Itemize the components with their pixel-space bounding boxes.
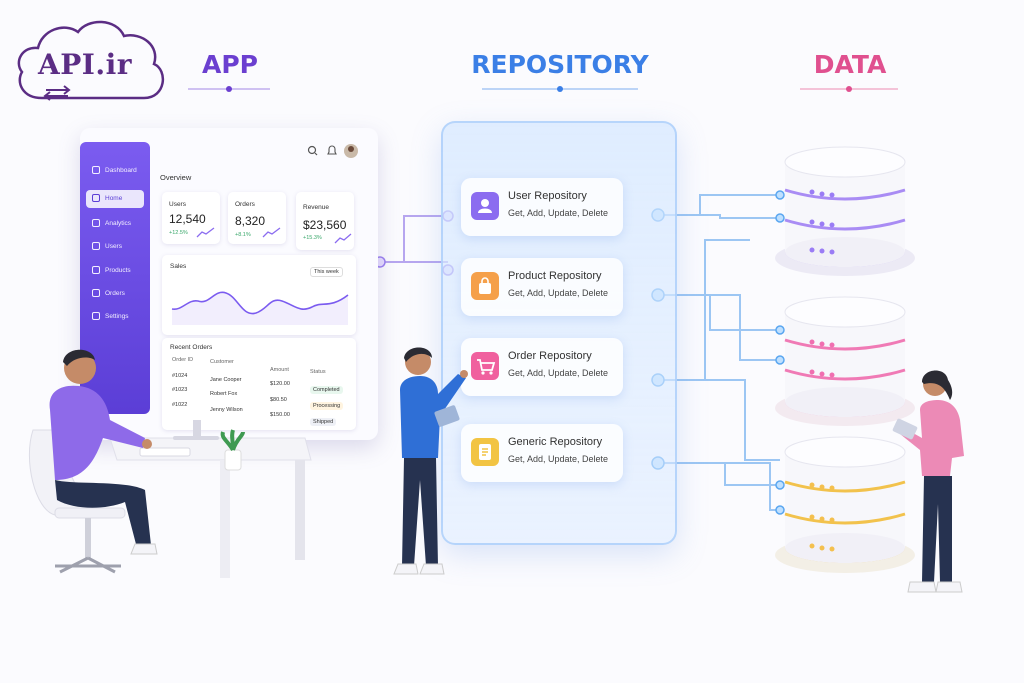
repository-title: Product Repository bbox=[508, 270, 602, 282]
stat-label: Orders bbox=[235, 201, 255, 208]
table-cell: #1022 bbox=[172, 402, 188, 408]
products-icon bbox=[92, 266, 100, 275]
orders-icon bbox=[92, 289, 100, 298]
table-cell: $150.00 bbox=[270, 412, 290, 418]
status-badge: Processing bbox=[310, 402, 344, 410]
table-cell: $120.00 bbox=[270, 381, 290, 387]
repository-methods: Get, Add, Update, Delete bbox=[508, 288, 609, 298]
home-icon bbox=[92, 194, 100, 203]
users-icon bbox=[92, 242, 100, 251]
repository-card-user[interactable]: User Repository Get, Add, Update, Delete bbox=[461, 178, 623, 236]
table-cell: #1024 bbox=[172, 373, 188, 379]
database-product bbox=[770, 290, 920, 430]
repository-title: Generic Repository bbox=[508, 436, 603, 448]
stat-value: $23,560 bbox=[303, 218, 347, 232]
table-cell: Jenny Wilson bbox=[210, 407, 243, 413]
cloud-logo-icon bbox=[17, 20, 165, 101]
repository-label: REPOSITORY bbox=[471, 50, 649, 79]
repository-card-order[interactable]: Order Repository Get, Add, Update, Delet… bbox=[461, 338, 623, 396]
status-badge: Completed bbox=[310, 386, 343, 394]
repository-methods: Get, Add, Update, Delete bbox=[508, 208, 609, 218]
trend-icon bbox=[262, 227, 281, 238]
trend-icon bbox=[196, 227, 215, 238]
repository-methods: Get, Add, Update, Delete bbox=[508, 368, 609, 378]
range-select[interactable]: This week bbox=[310, 267, 343, 277]
settings-icon bbox=[92, 312, 100, 321]
section-title-repository: REPOSITORY bbox=[470, 50, 650, 79]
data-dot bbox=[846, 86, 852, 92]
sidebar-title: Dashboard bbox=[86, 162, 144, 180]
sidebar-item-label: Orders bbox=[105, 290, 125, 297]
stat-delta: +15.3% bbox=[303, 235, 322, 241]
sidebar-item-label: Settings bbox=[105, 313, 129, 320]
woman-with-tablet-illustration bbox=[892, 370, 964, 593]
status-badge: Shipped bbox=[310, 418, 337, 426]
database-order bbox=[770, 430, 920, 580]
repository-title: User Repository bbox=[508, 190, 587, 202]
sidebar-item-label: Home bbox=[105, 195, 123, 202]
sales-title: Sales bbox=[170, 263, 187, 270]
trend-icon bbox=[334, 233, 352, 244]
dashboard-icon bbox=[92, 166, 100, 175]
sidebar-item-orders[interactable]: Orders bbox=[86, 285, 144, 303]
column-header: Order ID bbox=[172, 357, 194, 363]
sidebar-item-label: Analytics bbox=[105, 220, 132, 227]
user-icon bbox=[471, 192, 499, 220]
sales-line-chart bbox=[171, 291, 349, 325]
database-stack-icon bbox=[775, 436, 915, 573]
stat-card-orders: Orders 8,320 +8.1% bbox=[228, 192, 286, 244]
database-user bbox=[770, 140, 920, 280]
sidebar-item-label: Users bbox=[105, 243, 122, 250]
sidebar-item-home[interactable]: Home bbox=[86, 190, 144, 208]
column-header: Status bbox=[310, 369, 326, 375]
table-cell: Jane Cooper bbox=[210, 377, 242, 383]
stat-value: 12,540 bbox=[169, 212, 206, 226]
database-stack-icon bbox=[775, 296, 915, 426]
sidebar-item-label: Products bbox=[105, 267, 131, 274]
stat-value: 8,320 bbox=[235, 214, 266, 228]
section-title-app: APP bbox=[180, 50, 280, 79]
bag-icon bbox=[471, 272, 499, 300]
recent-orders-card: Recent Orders Order ID Customer Amount S… bbox=[162, 338, 356, 430]
sidebar-item-settings[interactable]: Settings bbox=[86, 308, 144, 326]
developer-at-desk-illustration bbox=[28, 349, 312, 578]
sidebar-item-analytics[interactable]: Analytics bbox=[86, 215, 144, 233]
stat-card-revenue: Revenue $23,560 +15.3% bbox=[296, 192, 354, 250]
table-cell: #1023 bbox=[172, 387, 188, 393]
sidebar-item-users[interactable]: Users bbox=[86, 238, 144, 256]
dashboard-header-icons bbox=[307, 144, 358, 158]
logo-text: API.ir bbox=[38, 48, 133, 81]
stat-delta: +8.1% bbox=[235, 232, 251, 238]
section-title-data: DATA bbox=[800, 50, 900, 79]
table-cell: Robert Fox bbox=[210, 391, 238, 397]
repository-card-product[interactable]: Product Repository Get, Add, Update, Del… bbox=[461, 258, 623, 316]
stat-label: Users bbox=[169, 201, 186, 208]
database-stack-icon bbox=[775, 146, 915, 276]
developer-with-tablet-illustration bbox=[393, 347, 468, 575]
table-cell: $80.50 bbox=[270, 397, 287, 403]
range-select-label: This week bbox=[314, 269, 339, 275]
repository-card-generic[interactable]: Generic Repository Get, Add, Update, Del… bbox=[461, 424, 623, 482]
stat-delta: +12.5% bbox=[169, 230, 188, 236]
repository-dot bbox=[557, 86, 563, 92]
recent-orders-title: Recent Orders bbox=[170, 344, 213, 351]
overview-title: Overview bbox=[160, 173, 192, 182]
app-label: APP bbox=[202, 50, 258, 79]
column-header: Amount bbox=[270, 367, 289, 373]
data-label: DATA bbox=[813, 50, 887, 79]
sidebar-item-products[interactable]: Products bbox=[86, 262, 144, 280]
analytics-icon bbox=[92, 219, 100, 228]
repository-methods: Get, Add, Update, Delete bbox=[508, 454, 609, 464]
sidebar-title-label: Dashboard bbox=[105, 167, 137, 174]
sales-card: Sales This week bbox=[162, 255, 356, 335]
app-dot bbox=[226, 86, 232, 92]
stat-label: Revenue bbox=[303, 204, 330, 211]
document-icon bbox=[471, 438, 499, 466]
stat-card-users: Users 12,540 +12.5% bbox=[162, 192, 220, 244]
column-header: Customer bbox=[210, 359, 234, 365]
cart-icon bbox=[471, 352, 499, 380]
repository-title: Order Repository bbox=[508, 350, 592, 362]
